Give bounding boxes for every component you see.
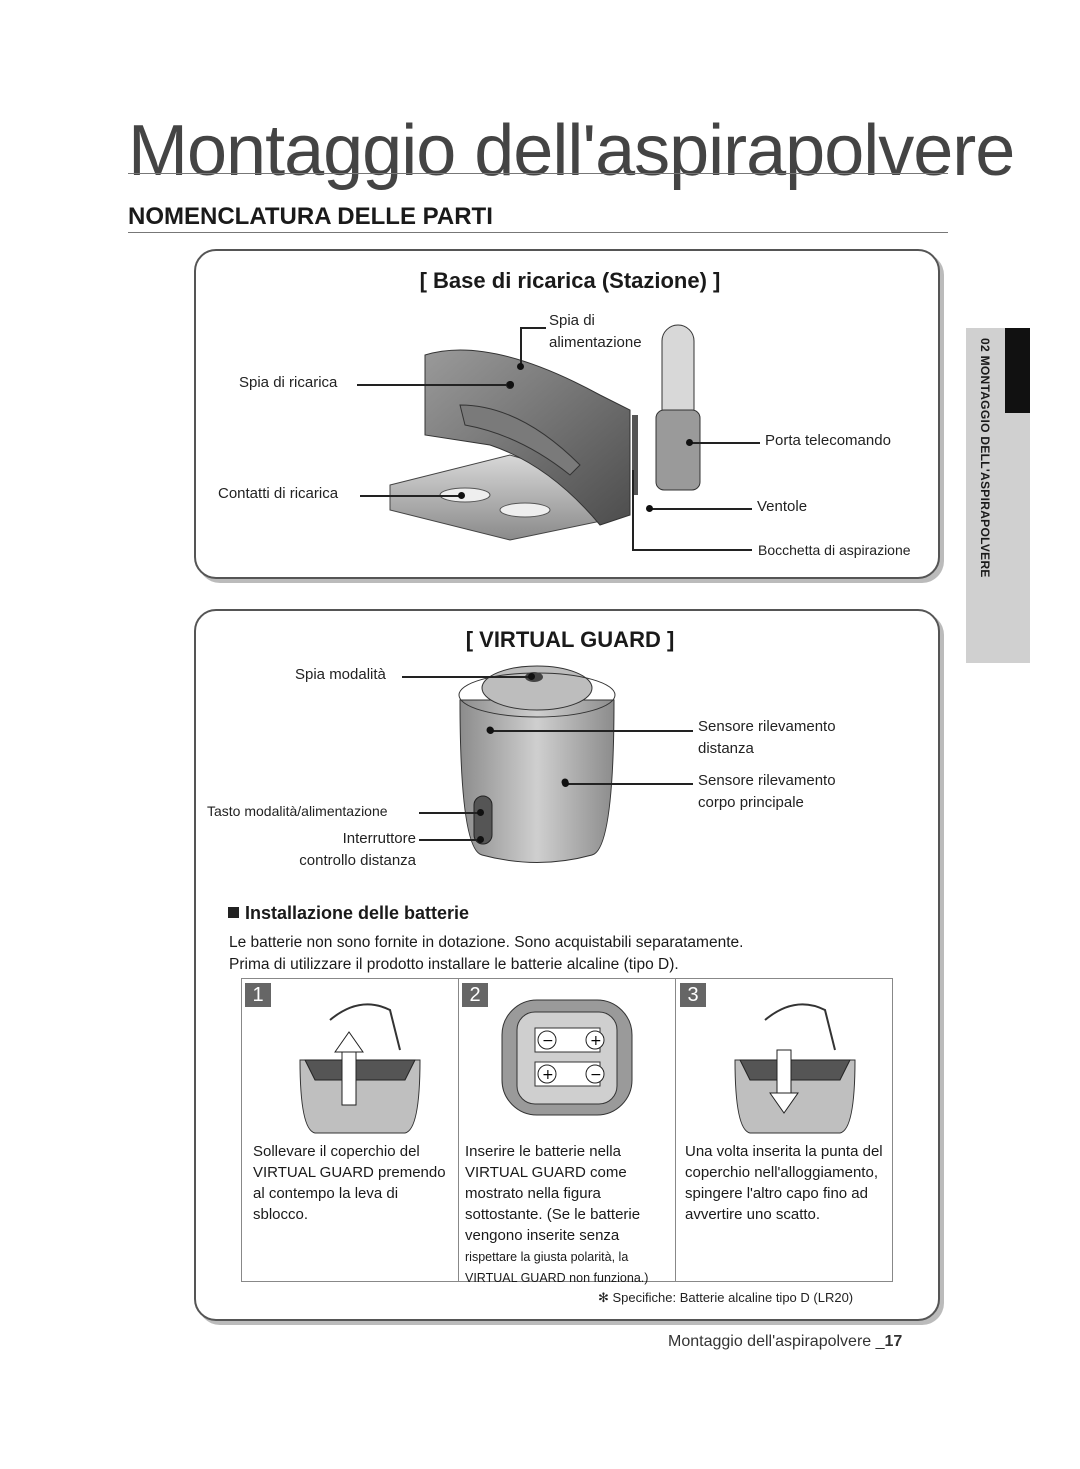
leader-mode-button xyxy=(419,812,479,814)
footer-text: Montaggio dell'aspirapolvere _ xyxy=(668,1333,885,1350)
battery-title-text: Installazione delle batterie xyxy=(245,903,470,923)
label-distance-switch: Interruttore controllo distanza xyxy=(299,830,416,869)
point-power-led xyxy=(517,363,524,370)
point-mode-led xyxy=(528,673,535,680)
leader-suction-v xyxy=(632,470,634,550)
battery-line-2: Prima di utilizzare il prodotto installa… xyxy=(229,956,679,973)
section-title: NOMENCLATURA DELLE PARTI xyxy=(128,203,493,230)
point-charge-led xyxy=(507,381,514,388)
step-3-text: Una volta inserita la punta del coperchi… xyxy=(685,1143,883,1223)
leader-power-led xyxy=(520,327,546,329)
step-2-small-text: rispettare la giusta polarità, la VIRTUA… xyxy=(465,1250,649,1285)
svg-text:−: − xyxy=(590,1067,602,1083)
step-1-text: Sollevare il coperchio del VIRTUAL GUARD… xyxy=(253,1143,446,1223)
square-bullet-icon xyxy=(228,907,239,918)
leader-power-led-v xyxy=(520,327,522,365)
label-contacts: Contatti di ricarica xyxy=(218,485,339,502)
step-1-number: 1 xyxy=(245,983,271,1007)
charging-station-illustration xyxy=(389,349,638,541)
page-number: 17 xyxy=(884,1333,903,1350)
label-suction: Bocchetta di aspirazione xyxy=(758,542,911,558)
virtual-guard-title: [ VIRTUAL GUARD ] xyxy=(465,627,675,652)
label-fans: Ventole xyxy=(757,498,808,515)
leader-distance-switch xyxy=(419,839,479,841)
step-3-number: 3 xyxy=(680,983,706,1007)
battery-section-title: Installazione delle batterie xyxy=(228,903,469,924)
label-power-led: Spia di alimentazione xyxy=(549,312,642,351)
point-distance-switch xyxy=(477,836,484,843)
svg-text:+: + xyxy=(542,1067,554,1083)
page-title: Montaggio dell'aspirapolvere xyxy=(128,111,1015,191)
step-divider-1 xyxy=(458,978,459,1282)
side-tab-marker xyxy=(1005,328,1030,413)
svg-text:+: + xyxy=(590,1033,602,1049)
leader-fans xyxy=(650,508,752,510)
remote-control-illustration xyxy=(655,324,701,491)
footer: Montaggio dell'aspirapolvere _17 xyxy=(668,1333,902,1351)
point-distance-sensor xyxy=(487,727,494,734)
step-1-illustration xyxy=(299,1003,421,1134)
step-divider-2 xyxy=(675,978,676,1282)
leader-contacts xyxy=(360,495,460,497)
leader-suction xyxy=(632,549,752,551)
label-mode-button: Tasto modalità/alimentazione xyxy=(207,803,388,819)
step-2-number: 2 xyxy=(462,983,488,1007)
side-tab-label: 02 MONTAGGIO DELL'ASPIRAPOLVERE xyxy=(978,338,992,578)
point-remote-holder xyxy=(686,439,693,446)
leader-remote-holder xyxy=(690,442,760,444)
step-2-text: Inserire le batterie nella VIRTUAL GUARD… xyxy=(465,1141,670,1288)
step-2-main-text: Inserire le batterie nella VIRTUAL GUARD… xyxy=(465,1143,641,1244)
section-rule xyxy=(128,232,948,233)
leader-distance-sensor xyxy=(490,730,693,732)
battery-spec-note: ✻ Specifiche: Batterie alcaline tipo D (… xyxy=(598,1290,854,1305)
label-body-sensor: Sensore rilevamento corpo principale xyxy=(698,772,836,811)
battery-steps-box xyxy=(241,978,893,1282)
label-remote-holder: Porta telecomando xyxy=(765,432,891,449)
label-distance-sensor: Sensore rilevamento distanza xyxy=(698,718,836,757)
leader-body-sensor xyxy=(565,783,693,785)
leader-charge-led xyxy=(357,384,509,386)
leader-mode-led xyxy=(402,676,530,678)
label-mode-led: Spia modalità xyxy=(295,666,386,683)
title-rule xyxy=(128,173,948,174)
label-charge-led: Spia di ricarica xyxy=(239,374,338,391)
point-body-sensor xyxy=(562,780,569,787)
svg-text:−: − xyxy=(542,1033,554,1049)
point-contacts xyxy=(458,492,465,499)
step-3-illustration xyxy=(734,1003,856,1134)
point-mode-button xyxy=(477,809,484,816)
battery-line-1: Le batterie non sono fornite in dotazion… xyxy=(229,934,744,951)
step-2-illustration: − + + − xyxy=(501,999,633,1116)
point-fans xyxy=(646,505,653,512)
station-title: [ Base di ricarica (Stazione) ] xyxy=(419,268,721,293)
